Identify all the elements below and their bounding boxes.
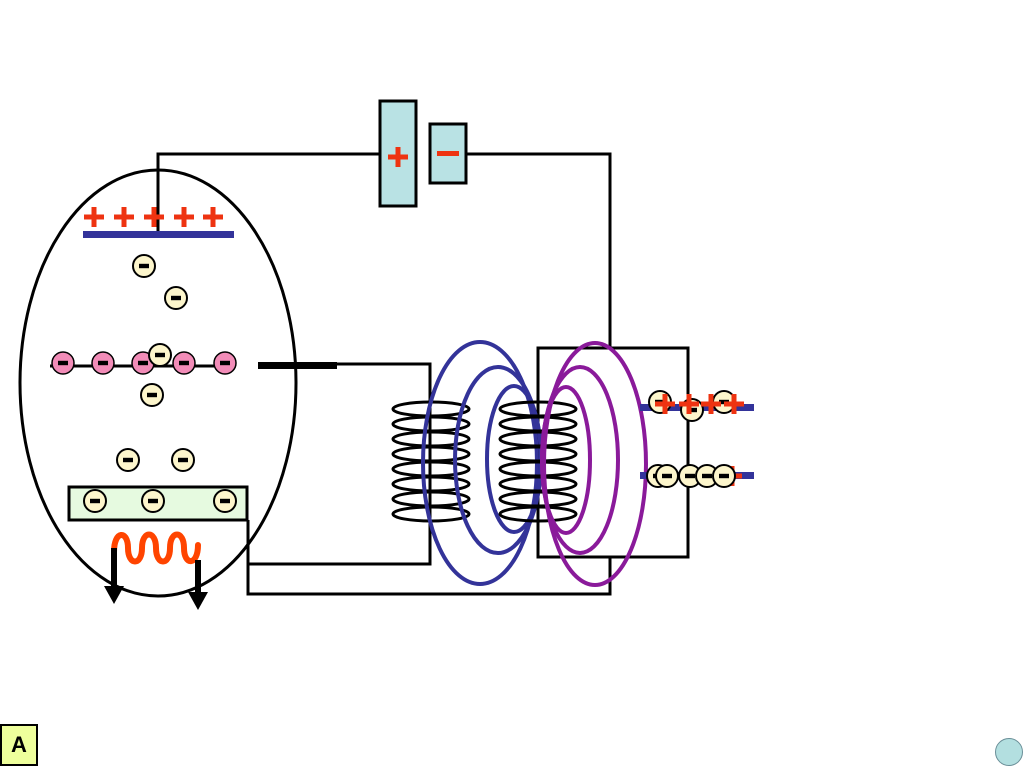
anode-plate xyxy=(83,207,234,238)
electron xyxy=(655,464,679,488)
electron xyxy=(164,286,188,310)
battery-minus-sign xyxy=(437,151,459,156)
plus-charge xyxy=(144,207,164,227)
negative-ion xyxy=(51,351,75,375)
plus-charge xyxy=(203,207,223,227)
tube-envelope xyxy=(18,168,298,598)
negative-ion xyxy=(172,351,196,375)
electron xyxy=(83,489,107,513)
negative-ion xyxy=(91,351,115,375)
electron xyxy=(140,383,164,407)
battery-positive-cell xyxy=(378,99,418,208)
magnetic-field-loops-purple xyxy=(540,341,648,587)
grid-row xyxy=(50,351,337,375)
arrow-down-icon xyxy=(188,592,208,610)
plus-charge xyxy=(84,207,104,227)
battery xyxy=(378,99,468,208)
electron xyxy=(171,448,195,472)
arrow-down-icon xyxy=(104,586,124,604)
nav-button-icon[interactable] xyxy=(995,738,1023,766)
electron xyxy=(132,254,156,278)
circuit-wires xyxy=(156,152,690,596)
negative-ion xyxy=(213,351,237,375)
slide-corner-label: A xyxy=(0,724,38,766)
plus-charge xyxy=(114,207,134,227)
electron xyxy=(141,489,165,513)
electron xyxy=(148,343,172,367)
electron xyxy=(712,464,736,488)
output-plate-upper xyxy=(640,390,754,422)
heater-filament xyxy=(104,531,208,610)
electron xyxy=(213,489,237,513)
plus-charge xyxy=(174,207,194,227)
grid-lead xyxy=(258,362,337,369)
electron xyxy=(116,448,140,472)
battery-negative-cell xyxy=(428,122,468,185)
cathode xyxy=(67,485,249,522)
output-plate-lower xyxy=(640,464,754,488)
secondary-coil xyxy=(498,400,578,523)
